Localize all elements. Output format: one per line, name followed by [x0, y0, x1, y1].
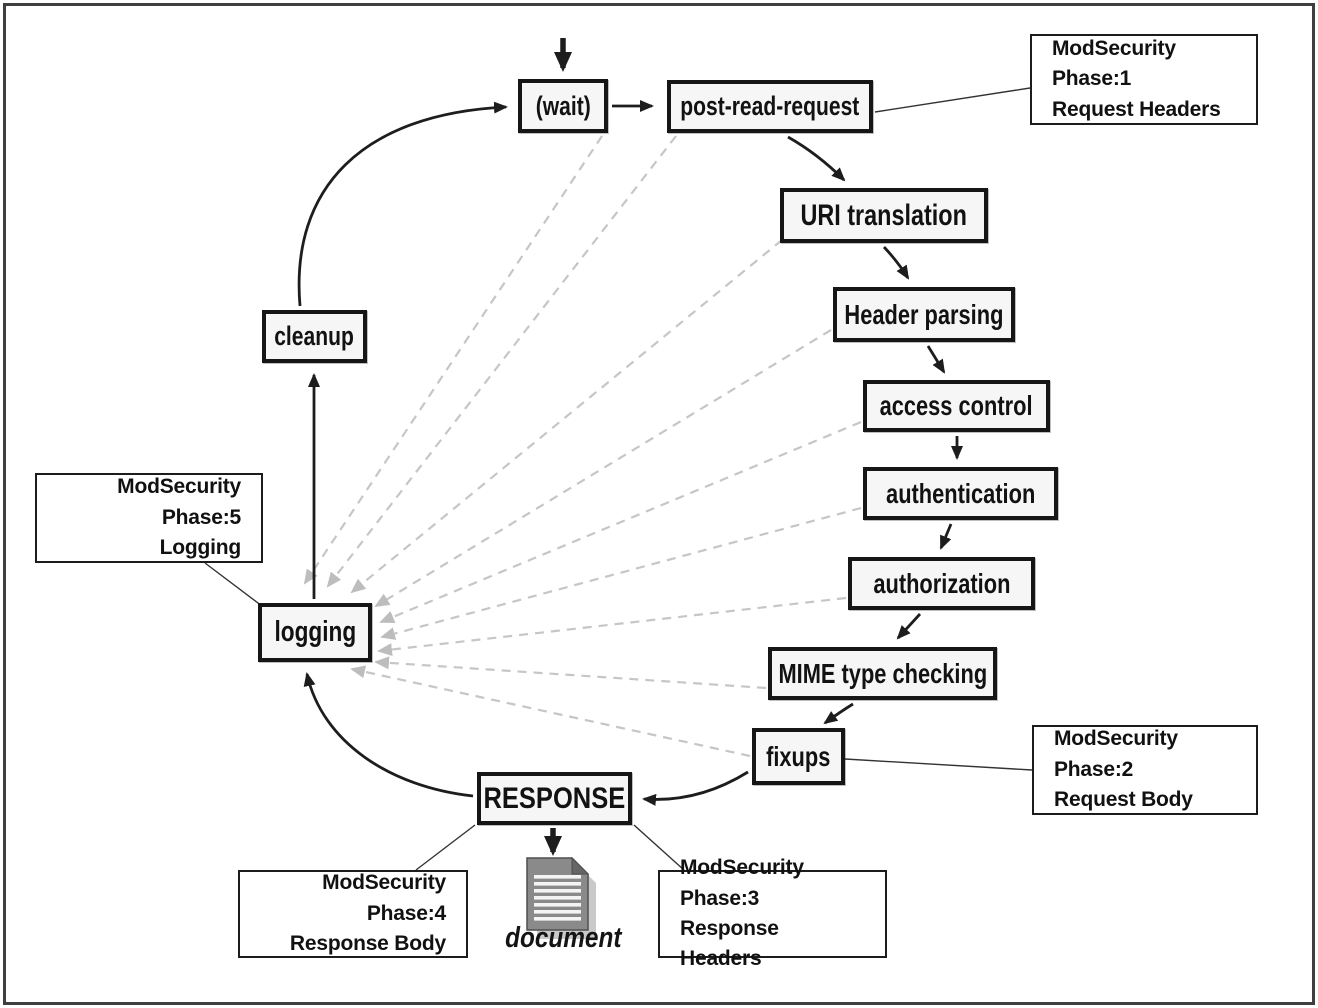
document-icon: [526, 856, 596, 939]
node-post-read-request: post-read-request: [667, 80, 873, 133]
node-header-parsing-label: Header parsing: [844, 298, 1004, 330]
dashed-authn-to-logging: [380, 506, 862, 640]
connector-phase1: [874, 87, 1031, 113]
callout-phase4-title: ModSecurity Phase:4: [322, 871, 446, 925]
callout-phase2-title: ModSecurity Phase:2: [1054, 727, 1178, 781]
document-label: document: [504, 922, 622, 954]
node-wait-label: (wait): [535, 90, 591, 121]
arrow-response-to-logging: [303, 672, 474, 798]
node-access-control-label: access control: [880, 390, 1033, 421]
node-authentication-label: authentication: [885, 477, 1036, 509]
callout-phase5-title: ModSecurity Phase:5: [117, 475, 241, 529]
callout-connectors: [204, 87, 1033, 871]
node-fixups: fixups: [752, 728, 845, 785]
node-wait: (wait): [518, 79, 608, 133]
callout-phase1-subtitle: Request Headers: [1052, 97, 1221, 121]
node-uri-translation-label: URI translation: [800, 198, 968, 232]
node-uri-translation: URI translation: [780, 188, 988, 243]
arrow-cleanup-to-wait: [297, 101, 508, 307]
callout-phase4-subtitle: Response Body: [289, 932, 446, 956]
dashed-fixups-to-logging: [350, 665, 751, 758]
arrow-uri-to-header: [882, 246, 910, 280]
solid-flow-arrows: [297, 38, 963, 856]
node-post-read-request-label: post-read-request: [680, 91, 860, 121]
dashed-uri-to-logging: [350, 239, 783, 594]
arrow-authn-to-authz: [939, 523, 953, 550]
dashed-postread-to-logging: [326, 135, 677, 588]
arrow-header-to-access: [926, 345, 946, 374]
node-cleanup: cleanup: [262, 310, 367, 363]
node-authorization-label: authorization: [872, 567, 1011, 599]
callout-phase1: ModSecurity Phase:1 Request Headers: [1030, 34, 1258, 125]
node-mime-type-checking: MIME type checking: [768, 647, 997, 700]
node-cleanup-label: cleanup: [274, 321, 355, 351]
dashed-authz-to-logging: [377, 596, 847, 656]
dashed-header-to-logging: [374, 329, 832, 608]
connector-phase2: [844, 758, 1033, 771]
connector-phase5: [204, 562, 263, 607]
callout-phase4: ModSecurity Phase:4 Response Body: [238, 870, 468, 958]
callout-phase3-subtitle: Response Headers: [680, 917, 779, 971]
node-response-label: RESPONSE: [483, 781, 626, 815]
callout-phase3: ModSecurity Phase:3 Response Headers: [658, 856, 887, 970]
arrow-mime-to-fixups: [823, 702, 854, 725]
callout-phase1-title: ModSecurity Phase:1: [1052, 36, 1176, 91]
node-logging: logging: [258, 603, 372, 662]
connector-phase4: [415, 824, 476, 871]
callout-phase5: ModSecurity Phase:5 Logging: [35, 473, 263, 563]
callout-phase5-subtitle: Logging: [159, 536, 242, 560]
arrow-authz-to-mime: [896, 613, 922, 640]
node-authentication: authentication: [863, 467, 1058, 520]
node-access-control: access control: [863, 380, 1050, 432]
arrow-postread-to-uri: [787, 135, 846, 182]
dashed-access-to-logging: [379, 420, 862, 624]
arrow-fixups-to-response: [642, 770, 749, 806]
dashed-logging-arrows: [303, 135, 862, 758]
callout-phase2-subtitle: Request Body: [1054, 788, 1193, 812]
node-logging-label: logging: [274, 616, 356, 648]
callout-phase3-title: ModSecurity Phase:3: [680, 856, 804, 910]
dashed-mime-to-logging: [374, 656, 767, 690]
node-response: RESPONSE: [477, 772, 632, 825]
node-mime-type-checking-label: MIME type checking: [778, 657, 987, 689]
connector-phase3: [633, 824, 685, 871]
node-authorization: authorization: [848, 557, 1035, 610]
callout-phase2: ModSecurity Phase:2 Request Body: [1032, 725, 1258, 815]
node-header-parsing: Header parsing: [833, 287, 1015, 342]
node-fixups-label: fixups: [766, 740, 831, 772]
